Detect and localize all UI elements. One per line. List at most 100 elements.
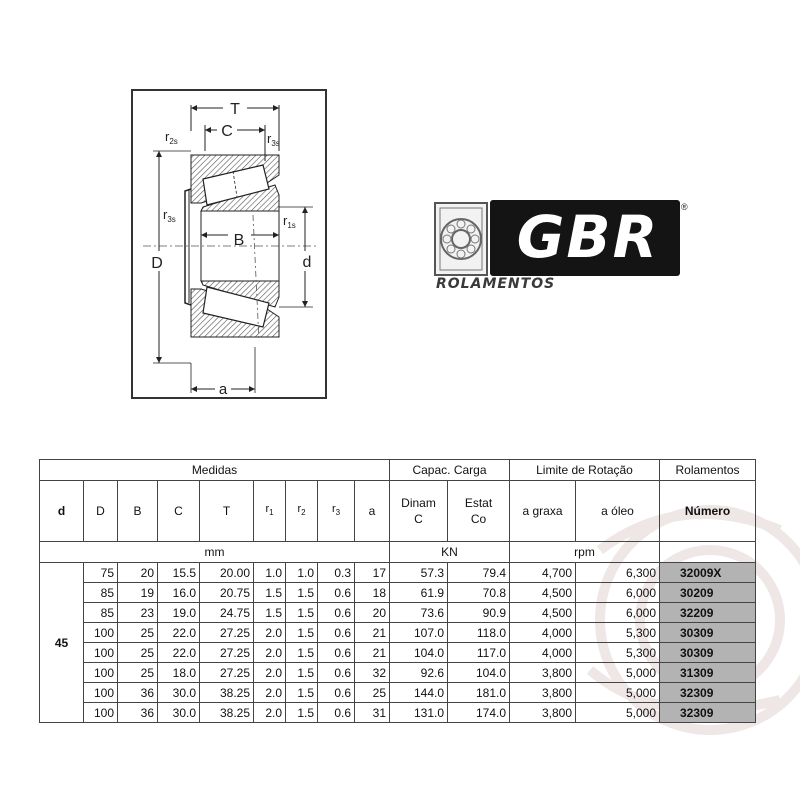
cell-numero: 32209 bbox=[659, 602, 756, 623]
cell-r3: 0.6 bbox=[317, 682, 355, 703]
cell-oleo: 5,000 bbox=[575, 662, 660, 683]
cell-dinam: 73.6 bbox=[389, 602, 448, 623]
cell-oleo: 5,300 bbox=[575, 622, 660, 643]
dim-D-label: D bbox=[151, 255, 163, 272]
cell-T: 38.25 bbox=[199, 682, 254, 703]
dim-T-label: T bbox=[230, 101, 240, 118]
cell-estat: 117.0 bbox=[447, 642, 510, 663]
bearing-cross-section: T C r2s r3s r3s r1s bbox=[143, 101, 319, 398]
group-rolamentos: Rolamentos bbox=[659, 459, 756, 481]
cell-C: 22.0 bbox=[157, 642, 200, 663]
cell-D: 100 bbox=[83, 642, 118, 663]
cell-r3: 0.6 bbox=[317, 702, 355, 723]
cell-r1: 1.0 bbox=[253, 562, 286, 583]
cell-r3: 0.6 bbox=[317, 582, 355, 603]
col-d: d bbox=[39, 480, 84, 542]
cell-r2: 1.5 bbox=[285, 662, 318, 683]
cell-a: 21 bbox=[354, 642, 390, 663]
col-T: T bbox=[199, 480, 254, 542]
cell-C: 15.5 bbox=[157, 562, 200, 583]
cell-estat: 181.0 bbox=[447, 682, 510, 703]
cell-T: 27.25 bbox=[199, 622, 254, 643]
cell-graxa: 4,500 bbox=[509, 582, 576, 603]
cell-graxa: 4,500 bbox=[509, 602, 576, 623]
cell-estat: 90.9 bbox=[447, 602, 510, 623]
bearing-drawing: T C r2s r3s r3s r1s bbox=[131, 89, 327, 399]
cell-C: 30.0 bbox=[157, 682, 200, 703]
r3s-left-label: r3s bbox=[163, 207, 176, 224]
r3s-top-label: r3s bbox=[267, 131, 280, 148]
logo-registered-mark: ® bbox=[681, 202, 688, 212]
cell-numero: 30309 bbox=[659, 642, 756, 663]
cell-r2: 1.5 bbox=[285, 682, 318, 703]
cell-B: 36 bbox=[117, 682, 158, 703]
logo-bar bbox=[490, 200, 680, 276]
cell-r2: 1.5 bbox=[285, 702, 318, 723]
cell-r3: 0.6 bbox=[317, 662, 355, 683]
group-capac-carga: Capac. Carga bbox=[389, 459, 510, 481]
cell-D: 85 bbox=[83, 602, 118, 623]
cell-oleo: 5,000 bbox=[575, 702, 660, 723]
cell-r2: 1.5 bbox=[285, 622, 318, 643]
cell-D: 85 bbox=[83, 582, 118, 603]
cell-r1: 1.5 bbox=[253, 602, 286, 623]
cell-dinam: 144.0 bbox=[389, 682, 448, 703]
cell-dinam: 131.0 bbox=[389, 702, 448, 723]
cell-oleo: 6,000 bbox=[575, 602, 660, 623]
cell-a: 25 bbox=[354, 682, 390, 703]
dim-a-label: a bbox=[219, 381, 228, 398]
cell-numero: 32309 bbox=[659, 682, 756, 703]
cell-T: 38.25 bbox=[199, 702, 254, 723]
cell-T: 24.75 bbox=[199, 602, 254, 623]
col-r3: r3 bbox=[317, 480, 355, 542]
cell-D: 100 bbox=[83, 662, 118, 683]
cell-oleo: 6,000 bbox=[575, 582, 660, 603]
cell-r1: 2.0 bbox=[253, 622, 286, 643]
cell-r1: 2.0 bbox=[253, 642, 286, 663]
r1s-label: r1s bbox=[283, 213, 296, 230]
cell-B: 25 bbox=[117, 662, 158, 683]
r2s-label: r2s bbox=[165, 129, 178, 146]
bearing-logo-icon bbox=[434, 202, 488, 276]
cell-graxa: 3,800 bbox=[509, 702, 576, 723]
cell-C: 19.0 bbox=[157, 602, 200, 623]
col-B: B bbox=[117, 480, 158, 542]
cell-r2: 1.5 bbox=[285, 642, 318, 663]
gbr-logo: GBR ® ROLAMENTOS bbox=[434, 200, 692, 296]
cell-C: 30.0 bbox=[157, 702, 200, 723]
cell-C: 18.0 bbox=[157, 662, 200, 683]
cell-graxa: 3,800 bbox=[509, 662, 576, 683]
cell-numero: 30309 bbox=[659, 622, 756, 643]
cell-B: 23 bbox=[117, 602, 158, 623]
cell-D: 100 bbox=[83, 682, 118, 703]
cell-dinam: 57.3 bbox=[389, 562, 448, 583]
cell-r2: 1.5 bbox=[285, 602, 318, 623]
cell-oleo: 6,300 bbox=[575, 562, 660, 583]
logo-subtitle: ROLAMENTOS bbox=[436, 276, 556, 292]
cell-B: 20 bbox=[117, 562, 158, 583]
col-r1: r1 bbox=[253, 480, 286, 542]
cell-graxa: 4,000 bbox=[509, 622, 576, 643]
cell-estat: 104.0 bbox=[447, 662, 510, 683]
unit-blank bbox=[659, 541, 756, 563]
cell-estat: 118.0 bbox=[447, 622, 510, 643]
cell-a: 20 bbox=[354, 602, 390, 623]
cell-r3: 0.6 bbox=[317, 642, 355, 663]
cell-dinam: 61.9 bbox=[389, 582, 448, 603]
dim-B-label: B bbox=[234, 232, 245, 249]
col-numero: Número bbox=[659, 480, 756, 542]
logo-brand: GBR bbox=[516, 203, 660, 271]
cell-D: 75 bbox=[83, 562, 118, 583]
cell-dinam: 104.0 bbox=[389, 642, 448, 663]
cell-T: 20.00 bbox=[199, 562, 254, 583]
bearing-spec-table: Medidas Capac. Carga Limite de Rotação R… bbox=[39, 459, 756, 723]
col-oleo: a óleo bbox=[575, 480, 660, 542]
